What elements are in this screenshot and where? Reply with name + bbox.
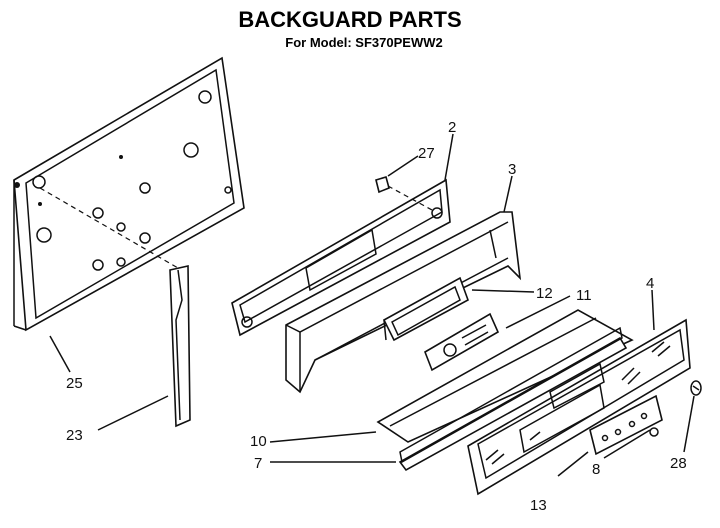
callout-13: 13 bbox=[530, 497, 547, 514]
callout-8: 8 bbox=[592, 461, 600, 478]
callout-2: 2 bbox=[448, 119, 456, 136]
clock-module-part-11 bbox=[424, 312, 500, 372]
callout-12: 12 bbox=[536, 285, 553, 302]
bracket-part-23 bbox=[169, 265, 191, 428]
callout-11: 11 bbox=[576, 287, 592, 304]
control-frame-part-2 bbox=[231, 178, 451, 337]
callout-7: 7 bbox=[254, 455, 262, 472]
switch-plate-part-8 bbox=[589, 394, 663, 456]
callout-25: 25 bbox=[66, 375, 83, 392]
rear-panel-part-25 bbox=[13, 56, 245, 332]
callout-23: 23 bbox=[66, 427, 83, 444]
callout-3: 3 bbox=[508, 161, 516, 178]
glass-panel-part-10 bbox=[376, 309, 634, 443]
leader-lines bbox=[49, 133, 695, 477]
window-bracket-part-12 bbox=[382, 276, 469, 342]
callout-4: 4 bbox=[646, 275, 654, 292]
page-title: BACKGUARD PARTS bbox=[238, 7, 461, 32]
lower-trim-part-7 bbox=[398, 326, 628, 472]
screw-part-27 bbox=[375, 175, 390, 194]
callout-10: 10 bbox=[250, 433, 267, 450]
control-panel-part-4 bbox=[467, 318, 691, 496]
knob-part-28 bbox=[690, 380, 702, 396]
callout-27: 27 bbox=[418, 145, 435, 162]
model-subtitle: For Model: SF370PEWW2 bbox=[285, 35, 442, 50]
callout-28: 28 bbox=[670, 455, 687, 472]
